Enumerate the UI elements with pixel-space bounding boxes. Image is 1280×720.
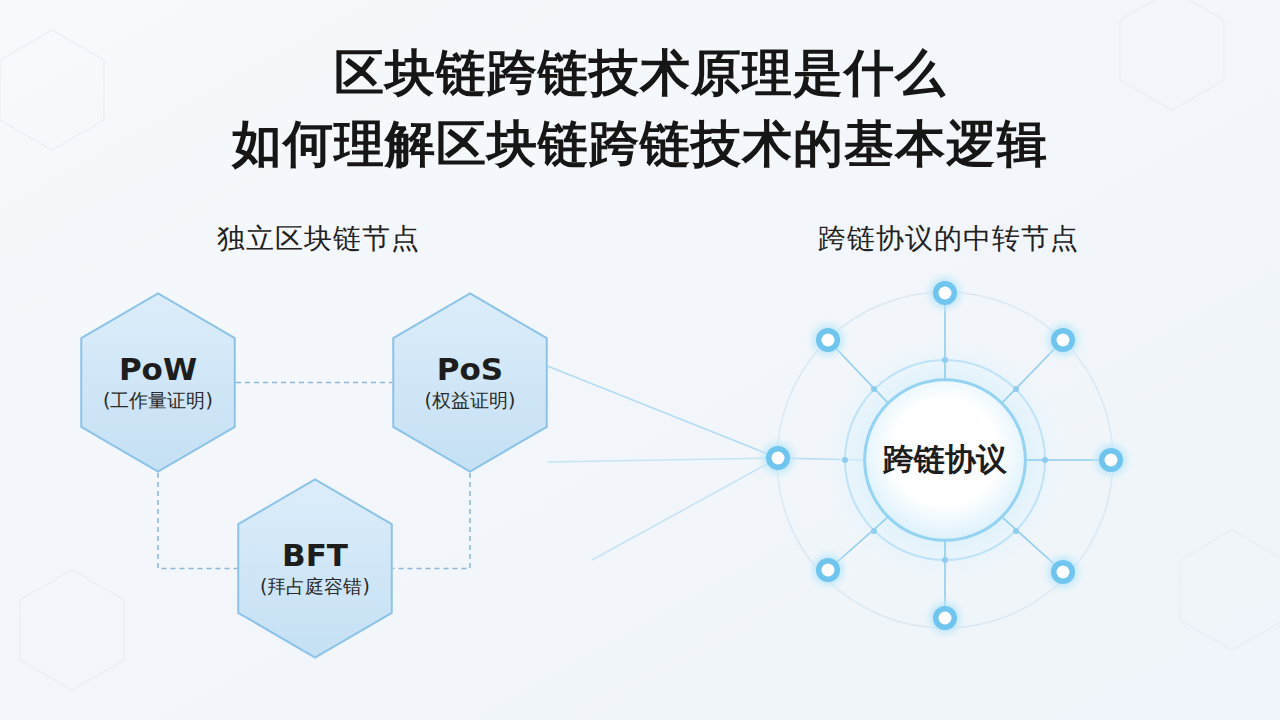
- satellite-dots: [756, 271, 1133, 640]
- hexagon-shape: [393, 293, 547, 471]
- section-label: 跨链协议的中转节点: [818, 220, 1079, 258]
- outer-ring: [777, 292, 1113, 628]
- junction-dot: [871, 528, 877, 534]
- fan-line: [548, 458, 778, 462]
- dot-ring: [1051, 560, 1075, 584]
- node-title: BFT: [282, 538, 348, 574]
- junction-dot: [1013, 528, 1019, 534]
- node-title: 跨链协议: [883, 442, 1007, 478]
- satellite-dot: [806, 548, 850, 592]
- dashed-connector: [236, 382, 392, 384]
- diagram-title: 区块链跨链技术原理是什么 如何理解区块链跨链技术的基本逻辑: [210, 38, 1070, 180]
- dot-core: [1057, 334, 1070, 347]
- dot-core: [1105, 454, 1118, 467]
- pattern-hex: [1180, 530, 1280, 650]
- junction-dot: [1042, 457, 1048, 463]
- dot-glow: [923, 596, 967, 640]
- dot-ring: [1099, 448, 1123, 472]
- satellite-dot: [923, 596, 967, 640]
- hexagon-shape: [238, 479, 392, 657]
- satellite-dot: [923, 271, 967, 315]
- dot-glow: [756, 436, 800, 480]
- section-label: 独立区块链节点: [217, 220, 420, 258]
- node-subtitle: (拜占庭容错): [260, 574, 370, 599]
- pattern-hex: [1120, 0, 1224, 110]
- node-subtitle: (工作量证明): [103, 388, 213, 413]
- junction-dot: [942, 557, 948, 563]
- dot-ring: [816, 558, 840, 582]
- dot-glow: [806, 318, 850, 362]
- circle-shape: [865, 380, 1026, 541]
- consensus-hexagon: PoS(权益证明): [392, 292, 548, 473]
- dot-core: [1057, 566, 1070, 579]
- hex-pattern: [0, 0, 1280, 690]
- dot-core: [772, 452, 785, 465]
- node-title: PoS: [437, 352, 503, 388]
- dot-glow: [1041, 318, 1085, 362]
- junction-dots: [842, 357, 1048, 563]
- hexagon-shape: [81, 293, 235, 471]
- satellite-dot: [806, 318, 850, 362]
- pattern-hex: [0, 30, 104, 150]
- dashed-connector: [158, 473, 237, 569]
- spokes: [828, 293, 1111, 618]
- junction-dot: [942, 357, 948, 363]
- fan-line: [592, 458, 778, 560]
- node-title: PoW: [119, 352, 197, 388]
- dot-core: [939, 612, 952, 625]
- junction-dot: [842, 457, 848, 463]
- dot-ring: [816, 328, 840, 352]
- middle-ring: [845, 360, 1045, 560]
- satellite-dot: [1041, 550, 1085, 594]
- node-subtitle: (权益证明): [425, 388, 516, 413]
- junction-dot: [1013, 386, 1019, 392]
- fan-lines: [548, 458, 778, 560]
- protocol-circle: 跨链协议: [863, 378, 1027, 542]
- satellite-dot: [756, 436, 800, 480]
- dot-ring: [933, 606, 957, 630]
- satellite-dot: [1089, 438, 1133, 482]
- dot-glow: [923, 271, 967, 315]
- dot-ring: [766, 446, 790, 470]
- dot-ring: [1051, 328, 1075, 352]
- consensus-hexagon: PoW(工作量证明): [80, 292, 236, 473]
- link-line: [548, 366, 863, 460]
- dashed-connector: [393, 473, 470, 569]
- dot-glow: [1089, 438, 1133, 482]
- dot-core: [822, 564, 835, 577]
- pattern-hex: [20, 570, 124, 690]
- consensus-hexagon: BFT(拜占庭容错): [237, 478, 393, 659]
- satellite-dot: [1041, 318, 1085, 362]
- dot-core: [822, 334, 835, 347]
- dot-core: [939, 287, 952, 300]
- dot-glow: [806, 548, 850, 592]
- dot-glow: [1041, 550, 1085, 594]
- dot-ring: [933, 281, 957, 305]
- junction-dot: [871, 386, 877, 392]
